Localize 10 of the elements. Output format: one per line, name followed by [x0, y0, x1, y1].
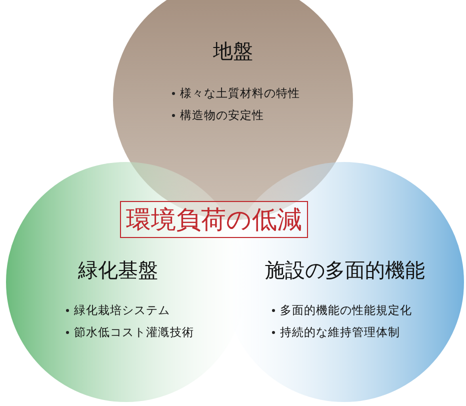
- title-box: 環境負荷の低減: [120, 201, 308, 238]
- bullet-item: 緑化栽培システム: [74, 303, 170, 318]
- bullet-item: 構造物の安定性: [180, 108, 264, 123]
- circle-heading: 施設の多面的機能: [265, 257, 425, 284]
- circle-heading: 地盤: [213, 38, 253, 65]
- bullet-item: 様々な土質材料の特性: [180, 86, 300, 101]
- bullet-item: 持続的な維持管理体制: [280, 325, 400, 340]
- bullet-item: 節水低コスト灌漑技術: [74, 325, 194, 340]
- circle-heading: 緑化基盤: [78, 257, 158, 284]
- bullet-item: 多面的機能の性能規定化: [280, 303, 412, 318]
